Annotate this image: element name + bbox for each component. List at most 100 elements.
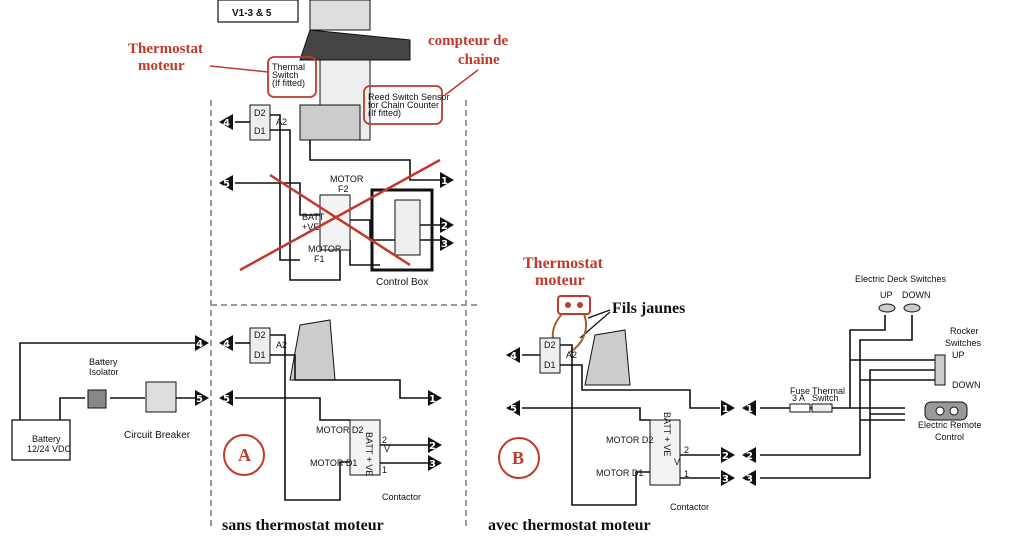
marker-a: A: [238, 445, 251, 465]
reed-switch-line1: Reed Switch Sensor: [368, 92, 450, 102]
deck-switch-down-icon: [903, 303, 921, 313]
top-motor-f2-1: MOTOR: [330, 174, 364, 184]
thermostat-b-line2: moteur: [535, 272, 585, 289]
terminal-a-2: 2: [428, 437, 442, 453]
battery-label-1: Battery: [32, 434, 61, 444]
svg-text:1: 1: [722, 404, 729, 415]
thermostat-top-line2: moteur: [138, 58, 185, 74]
remote-line2: Control: [935, 432, 964, 442]
b-motor-d2: MOTOR D2: [606, 435, 653, 445]
b-v: V: [674, 457, 680, 467]
terminal-b-4: 4: [506, 347, 520, 363]
b-t2: 2: [684, 445, 689, 455]
top-diagram: D2 A2 D1 MOTOR F2 BATT +VE MOTOR F1 Cont…: [219, 104, 454, 288]
thermal-switch-highlight: [267, 56, 317, 98]
svg-text:2: 2: [746, 451, 753, 462]
svg-text:1: 1: [429, 394, 436, 405]
fuse-line2: 3 A: [792, 393, 805, 403]
thermal-switch-line2: Switch: [272, 70, 299, 80]
terminal-top-3: 3: [440, 235, 454, 251]
top-motor-f1-2: F1: [314, 254, 325, 264]
terminal-b-5: 5: [506, 400, 520, 416]
yellow-wires-label: Fils jaunes: [612, 300, 685, 317]
rocker-up-label: UP: [952, 350, 965, 360]
deck-switches-label: Electric Deck Switches: [855, 274, 947, 284]
terminal-a-3: 3: [428, 455, 442, 471]
svg-text:4: 4: [196, 339, 203, 350]
svg-text:4: 4: [510, 351, 517, 362]
a-t1: 1: [382, 465, 387, 475]
diagram-a: D2 A2 D1 BATT + VE MOTOR D2 MOTOR D1 V 2…: [219, 319, 442, 534]
a-motor-d1: MOTOR D1: [310, 458, 357, 468]
terminal-a-4: 4: [219, 335, 233, 351]
terminal-batt-5: 5: [195, 390, 209, 406]
b-d2: D2: [544, 340, 556, 350]
svg-text:5: 5: [196, 394, 203, 405]
chain-counter-line2: chaine: [458, 52, 500, 68]
svg-text:5: 5: [510, 404, 517, 415]
terminal-a-5: 5: [219, 390, 233, 406]
terminal-a-1: 1: [428, 390, 442, 406]
a-v: V: [384, 444, 390, 454]
top-motor-f1-1: MOTOR: [308, 244, 342, 254]
deck-down-label: DOWN: [902, 290, 931, 300]
deck-up-label: UP: [880, 290, 893, 300]
svg-text:4: 4: [223, 118, 230, 129]
top-d2: D2: [254, 108, 266, 118]
header-box: V1-3 & 5: [217, 0, 299, 23]
thermal-switch-line3: (If fitted): [272, 78, 305, 88]
deck-switch-up-icon: [878, 303, 896, 313]
a-a2: A2: [276, 340, 287, 350]
battery-icon: [11, 419, 71, 461]
chain-counter-line1: compteur de: [428, 33, 508, 49]
yellow-wire-2: [569, 313, 588, 353]
b-t1: 1: [684, 469, 689, 479]
terminal-top-1: 1: [440, 172, 454, 188]
thermal-switch-line1: Thermal: [272, 62, 305, 72]
remote-control-icon: [924, 401, 968, 421]
battery-isolator-icon: [87, 389, 107, 409]
terminal-top-5: 5: [219, 175, 233, 191]
top-motor-f2-2: F2: [338, 184, 349, 194]
reed-switch-highlight: [363, 85, 443, 125]
svg-text:3: 3: [429, 459, 436, 470]
thermostat-b-icon: [557, 295, 591, 315]
rocker-line2: Switches: [945, 338, 982, 348]
cross-line-2: [239, 158, 441, 272]
svg-text:5: 5: [223, 394, 230, 405]
cross-line-1: [269, 173, 411, 267]
b-contactor: Contactor: [670, 502, 709, 512]
svg-text:3: 3: [746, 474, 753, 485]
marker-a-circle: [223, 434, 265, 476]
svg-text:1: 1: [746, 404, 753, 415]
reed-switch-line3: (If fitted): [368, 108, 401, 118]
remote-line1: Electric Remote: [918, 420, 982, 430]
caption-a: sans thermostat moteur: [222, 517, 384, 534]
marker-b: B: [512, 448, 524, 468]
rocker-line1: Rocker: [950, 326, 979, 336]
svg-text:1: 1: [441, 176, 448, 187]
b-thermal-2: Switch: [812, 393, 839, 403]
motor-graphic-top: [299, 0, 411, 141]
terminal-top-2: 2: [440, 217, 454, 233]
fuse-icon: [789, 403, 811, 413]
b-d1: D1: [544, 360, 556, 370]
caption-b: avec thermostat moteur: [488, 517, 651, 534]
terminal-b-3-pair: 3 3: [721, 470, 756, 486]
svg-text:4: 4: [223, 339, 230, 350]
b-thermal-1: Thermal: [812, 386, 845, 396]
top-a2: A2: [276, 117, 287, 127]
top-batt-2: +VE: [302, 222, 319, 232]
svg-text:5: 5: [223, 179, 230, 190]
thermostat-top-line1: Thermostat: [128, 41, 203, 57]
a-d2: D2: [254, 330, 266, 340]
circuit-breaker-label: Circuit Breaker: [124, 430, 191, 441]
a-d1: D1: [254, 350, 266, 360]
svg-text:2: 2: [722, 451, 729, 462]
thermostat-pointer: [209, 65, 269, 73]
terminal-b-2-pair: 2 2: [721, 447, 756, 463]
counter-pointer: [444, 69, 479, 96]
top-d1: D1: [254, 126, 266, 136]
battery-isolator-1: Battery: [89, 357, 118, 367]
